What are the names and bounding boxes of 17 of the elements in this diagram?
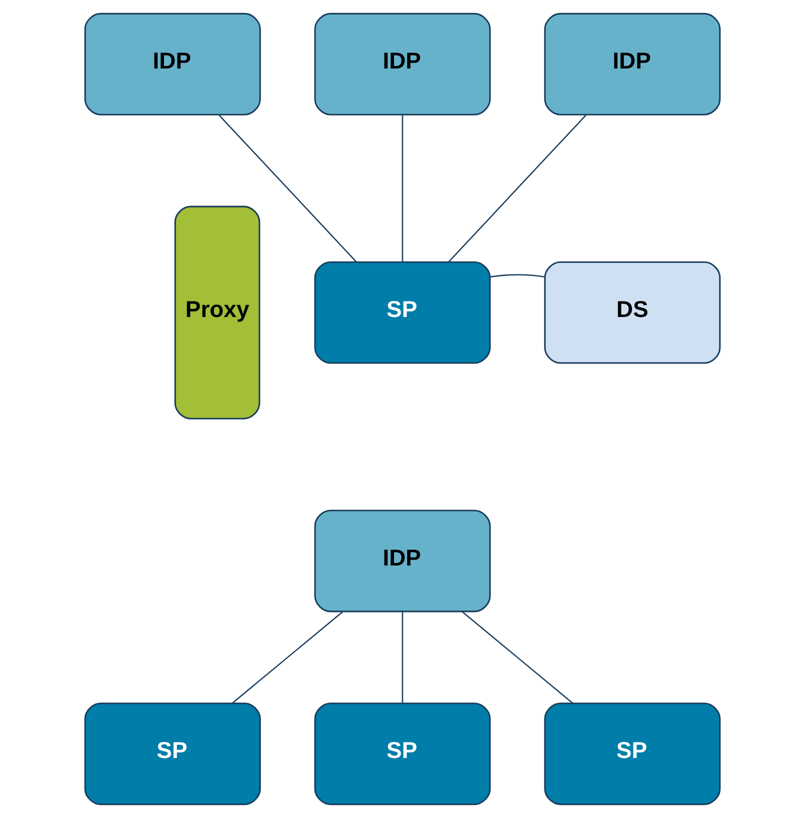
connector [461,611,573,704]
node-box: IDP [314,12,490,116]
connector [489,274,544,278]
node-box: Proxy [174,206,260,420]
node-box: SP [84,702,260,806]
node-box: SP [314,702,490,806]
connector [401,115,403,262]
node-box: SP [544,702,720,806]
node-box: IDP [314,510,490,612]
node-box: IDP [544,12,720,116]
node-box: IDP [84,12,260,116]
connector [231,611,343,704]
connector [401,612,403,704]
node-box: SP [314,261,490,364]
connector [218,114,356,262]
connector [448,114,586,262]
node-box: DS [544,261,720,364]
